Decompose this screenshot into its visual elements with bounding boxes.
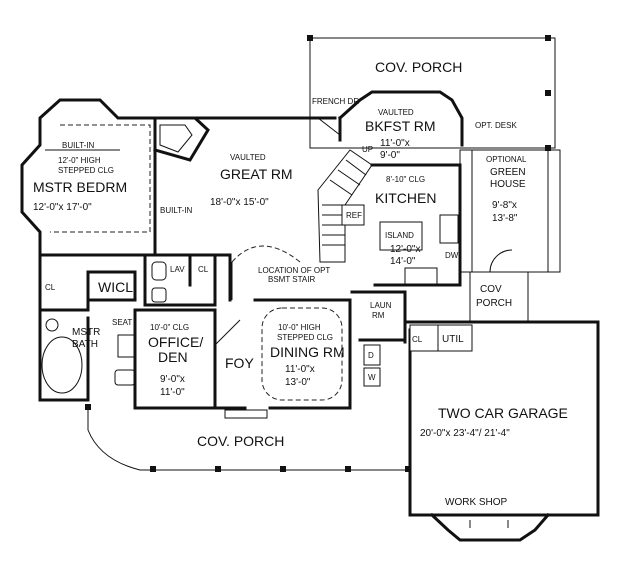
label-dining-dim1: 11'-0"x (285, 364, 315, 375)
front-covered-porch (85, 404, 411, 472)
label-cov-porch-front: COV. PORCH (197, 433, 284, 449)
label-cl-laundry: CL (412, 335, 423, 344)
label-island: ISLAND (385, 231, 414, 240)
label-builtin-side: BUILT-IN (160, 206, 193, 215)
label-dining-clg1: 10'-0" HIGH (278, 323, 321, 332)
label-bkfst-name: BKFST RM (365, 118, 436, 134)
label-office-dim1: 9'-0"x (160, 374, 185, 385)
work-shop (429, 512, 551, 542)
label-dw: DW (445, 251, 459, 260)
label-office-clg: 10'-0" CLG (150, 323, 189, 332)
label-dining-dim2: 13'-0" (285, 377, 311, 388)
label-kitchen-dim2: 14'-0" (390, 256, 416, 267)
label-wicl: WICL (98, 279, 133, 295)
label-work-shop: WORK SHOP (445, 497, 508, 508)
label-loc1: LOCATION OF OPT (258, 266, 330, 275)
label-gh-dim2: 13'-8" (492, 213, 518, 224)
label-ref: REF (346, 211, 362, 220)
label-laun1: LAUN (370, 301, 392, 310)
label-optional: OPTIONAL (486, 155, 527, 164)
label-bkfst-dim1: 11'-0"x (380, 138, 410, 149)
label-up: UP (362, 145, 373, 154)
label-office-dim2: 11'-0" (160, 387, 185, 398)
label-dining-clg2: STEPPED CLG (277, 333, 333, 342)
label-bkfst-dim2: 9'-0" (380, 150, 400, 161)
label-cl-left: CL (45, 283, 56, 292)
label-garage-name: TWO CAR GARAGE (438, 405, 568, 421)
label-dining-name: DINING RM (270, 344, 345, 360)
laundry (350, 290, 407, 387)
master-bath (38, 308, 136, 402)
label-cov-porch-side1: COV (480, 284, 502, 295)
label-opt-desk: OPT. DESK (475, 121, 517, 130)
label-loc2: BSMT STAIR (268, 275, 315, 284)
label-great-vault: VAULTED (230, 153, 266, 162)
master-bedroom (20, 98, 157, 257)
label-mstr-bath2: BATH (72, 339, 98, 350)
label-bkfst-vault: VAULTED (378, 108, 414, 117)
fireplace (153, 116, 210, 162)
two-car-garage (403, 320, 600, 517)
label-gh-dim1: 9'-8"x (492, 200, 517, 211)
room-labels: COV. PORCH FRENCH DR VAULTED BKFST RM 11… (33, 59, 568, 508)
label-kitchen-clg: 8'-10" CLG (386, 175, 425, 184)
label-cov-porch-side2: PORCH (476, 298, 512, 309)
foyer-dining (213, 245, 352, 410)
label-lav: LAV (170, 265, 185, 274)
label-mstr-clg1: 12'-0" HIGH (58, 156, 101, 165)
label-green: GREEN (490, 167, 526, 178)
label-mstr-dim: 12'-0"x 17'-0" (33, 202, 92, 213)
label-mstr-builtin-top: BUILT-IN (62, 141, 95, 150)
breakfast-room (337, 90, 464, 147)
label-office-name2: DEN (158, 349, 188, 365)
kitchen (341, 163, 462, 287)
label-mstr-bath1: MSTR (72, 327, 100, 338)
label-seat: SEAT (112, 318, 132, 327)
label-mstr-clg2: STEPPED CLG (58, 166, 114, 175)
label-kitchen-dim1: 12'-0"x (390, 244, 420, 255)
rear-covered-porch (307, 35, 556, 151)
label-cl-center: CL (198, 265, 209, 274)
label-foy: FOY (225, 355, 254, 371)
label-laun2: RM (372, 311, 385, 320)
label-garage-dim: 20'-0"x 23'-4"/ 21'-4" (420, 428, 510, 439)
label-d: D (368, 351, 374, 360)
label-great-dim: 18'-0"x 15'-0" (210, 197, 269, 208)
label-french-dr: FRENCH DR (312, 97, 359, 106)
label-util: UTIL (442, 334, 464, 345)
great-room (153, 116, 341, 302)
label-cov-porch-rear: COV. PORCH (375, 59, 462, 75)
label-great-name: GREAT RM (220, 166, 293, 182)
label-mstr-name: MSTR BEDRM (33, 179, 127, 195)
label-house: HOUSE (490, 179, 526, 190)
label-w: W (368, 373, 376, 382)
label-office-name1: OFFICE/ (148, 334, 203, 350)
label-kitchen-name: KITCHEN (375, 190, 436, 206)
